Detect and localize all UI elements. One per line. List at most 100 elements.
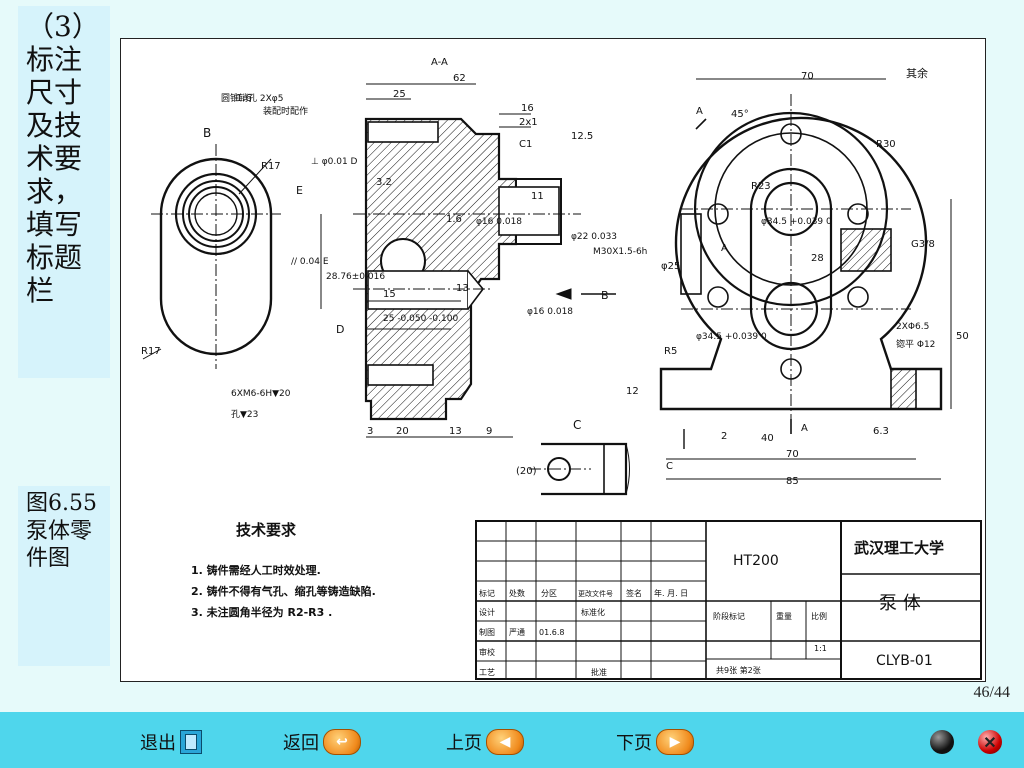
tb-code: CLYB-01 xyxy=(876,653,933,669)
dim-50: 50 xyxy=(956,331,969,342)
rough-63: 6.3 xyxy=(873,426,889,437)
dim-70b: 70 xyxy=(786,449,799,460)
nav-bar: 退出 返回 ↩ 上页 ◀ 下页 ▶ ✕ xyxy=(0,712,1024,768)
exit-label: 退出 xyxy=(140,733,176,754)
dim-3: 3 xyxy=(367,426,373,437)
door-icon xyxy=(180,730,202,754)
dim-62: 62 xyxy=(453,73,466,84)
dim-45: 45° xyxy=(731,109,749,120)
tb-craft: 工艺 xyxy=(479,668,495,677)
dim-15: 15 xyxy=(383,289,396,300)
dim-85: 85 xyxy=(786,476,799,487)
tech-item-1: 1. 铸件需经人工时效处理. xyxy=(191,563,321,577)
tb-draw: 制图 xyxy=(479,627,495,637)
tb-check: 审校 xyxy=(479,647,495,657)
prev-label: 上页 xyxy=(446,733,482,754)
tech-item-3: 3. 未注圆角半径为 R2-R3 . xyxy=(191,605,332,619)
note-pin: 圆锥销孔 2Xφ5 xyxy=(221,92,283,104)
dim-2: 2 xyxy=(721,431,727,442)
figure-caption: 图6.55泵体零件图 xyxy=(18,486,110,666)
view-c-label: C xyxy=(573,418,581,432)
drawing-canvas: A-A B C 62 25 16 2x1 C1 12.5 11 15 13 25… xyxy=(141,57,982,680)
dim-16: 16 xyxy=(521,103,534,114)
dim-phi16b: φ16 0.018 xyxy=(527,307,573,317)
dim-20: 20 xyxy=(396,426,409,437)
rough-32: 3.2 xyxy=(376,177,392,188)
tb-standard: 标准化 xyxy=(581,607,605,617)
dim-r23: R23 xyxy=(751,181,771,192)
rough-16: 1.6 xyxy=(446,214,462,225)
dim-70a: 70 xyxy=(801,71,814,82)
dim-phi16: φ16 0.018 xyxy=(476,217,522,227)
tb-h1: 处数 xyxy=(509,588,525,598)
title-block-lines xyxy=(475,520,982,680)
close-icon: ✕ xyxy=(983,732,997,752)
view-b-label: B xyxy=(203,126,211,140)
exit-button[interactable]: 退出 xyxy=(140,728,202,756)
dim-phi34a: φ34.5 +0.039 0 xyxy=(761,217,832,227)
dim-spotface: 锪平 Φ12 xyxy=(896,338,935,350)
marker-a2: A xyxy=(696,106,703,117)
dim-12-5: 12.5 xyxy=(571,131,593,142)
dim-phi25: φ25 xyxy=(661,261,680,272)
tb-h3: 更改文件号 xyxy=(578,589,613,598)
tb-ratio: 比例 xyxy=(811,611,827,621)
dim-r17a: R17 xyxy=(261,161,281,172)
dim-12: 12 xyxy=(626,386,639,397)
note-thread: 6XM6-6H▼20 xyxy=(231,389,291,399)
dim-20c: (20) xyxy=(516,466,537,477)
close-button[interactable]: ✕ xyxy=(978,730,1002,754)
tb-h0: 标记 xyxy=(479,588,495,598)
dim-11: 11 xyxy=(531,191,544,202)
slide-heading: （3）标注尺寸及技术要求，填写标题栏 xyxy=(18,6,110,378)
section-a-a xyxy=(320,83,616,438)
dim-9: 9 xyxy=(486,426,492,437)
tb-material: HT200 xyxy=(733,553,779,569)
return-arrow-icon: ↩ xyxy=(323,729,361,755)
rough-all: 其余 xyxy=(906,66,928,80)
back-button[interactable]: 返回 ↩ xyxy=(283,728,361,756)
dim-13a: 13 xyxy=(456,283,469,294)
dim-r30: R30 xyxy=(876,139,896,150)
tb-drawer: 严通 xyxy=(509,627,525,637)
view-c xyxy=(529,442,630,496)
arrow-right-icon: ▶ xyxy=(656,729,694,755)
tb-scale: 1:1 xyxy=(814,644,827,653)
tol-parallel: // 0.04 E xyxy=(291,257,329,267)
record-button[interactable] xyxy=(930,730,954,754)
view-b xyxy=(142,144,281,369)
marker-b: B xyxy=(601,289,609,302)
next-label: 下页 xyxy=(616,733,652,754)
tb-h4: 签名 xyxy=(626,588,642,598)
dim-13b: 13 xyxy=(449,426,462,437)
tb-approve: 批准 xyxy=(591,667,607,677)
note-hole: 孔▼23 xyxy=(231,409,258,420)
tech-item-2: 2. 铸件不得有气孔、缩孔等铸造缺陷. xyxy=(191,584,376,598)
page-number: 46/44 xyxy=(973,684,1010,701)
prev-page-button[interactable]: 上页 ◀ xyxy=(446,728,524,756)
dim-phi34b: φ34.5 +0.039 0 xyxy=(696,332,767,342)
tech-title: 技术要求 xyxy=(236,521,297,539)
tb-sheets: 共9张 第2张 xyxy=(716,665,761,675)
dim-40: 40 xyxy=(761,433,774,444)
marker-a: A xyxy=(721,243,728,254)
dim-28: 28 xyxy=(811,253,824,264)
front-view xyxy=(659,78,952,480)
back-label: 返回 xyxy=(283,733,319,754)
marker-c: C xyxy=(666,461,673,472)
marker-d: D xyxy=(336,323,344,336)
engineering-drawing: A-A B C 62 25 16 2x1 C1 12.5 11 15 13 25… xyxy=(120,38,986,682)
dim-r5: R5 xyxy=(664,346,677,357)
tb-weight: 重量 xyxy=(776,611,792,621)
marker-e: E xyxy=(296,184,303,197)
note-pin2: 装配时配作 xyxy=(263,105,308,117)
dim-2xphi65: 2XΦ6.5 xyxy=(896,322,929,332)
dim-28-76: 28.76±0.016 xyxy=(326,272,385,282)
dim-g38: G3/8 xyxy=(911,239,935,250)
tb-h2: 分区 xyxy=(541,589,557,598)
next-page-button[interactable]: 下页 ▶ xyxy=(616,728,694,756)
marker-a3: A xyxy=(801,423,808,434)
section-label: A-A xyxy=(431,57,448,68)
dim-25: 25 xyxy=(393,89,406,100)
tb-stage: 阶段标记 xyxy=(713,611,745,621)
